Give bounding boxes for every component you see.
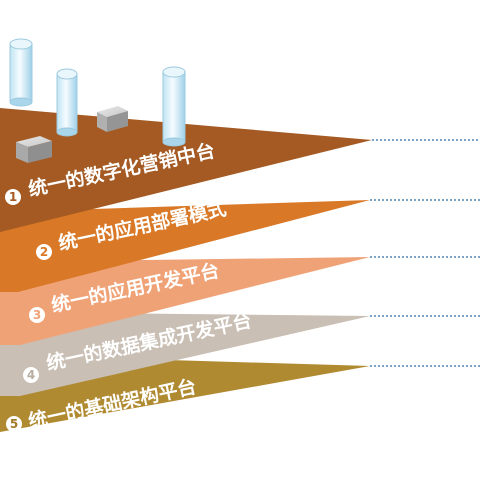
layer-3-number-badge xyxy=(29,307,45,323)
layer-1-number-badge xyxy=(5,189,21,205)
decorative-objects xyxy=(9,38,186,163)
layer-5-number: 5 xyxy=(10,417,18,431)
layer-2-slab xyxy=(0,200,370,292)
cylinder-2 xyxy=(56,68,78,137)
box-1 xyxy=(16,136,52,163)
layer-2: 2 统一的应用部署模式 xyxy=(0,197,480,292)
layer-2-number-badge xyxy=(36,244,52,260)
box-2 xyxy=(97,106,128,132)
layer-5-number-badge xyxy=(6,416,22,432)
layer-4-number: 4 xyxy=(27,368,35,382)
layer-2-number: 2 xyxy=(40,245,48,259)
layer-4-number-badge xyxy=(23,367,39,383)
cylinder-3 xyxy=(162,66,186,147)
layer-3-slab xyxy=(0,257,370,345)
layer-3-number: 3 xyxy=(33,308,41,322)
layer-1-slab xyxy=(0,108,372,232)
layer-1-number: 1 xyxy=(9,190,17,204)
cylinder-1 xyxy=(9,38,33,107)
layer-4-slab xyxy=(0,312,370,396)
